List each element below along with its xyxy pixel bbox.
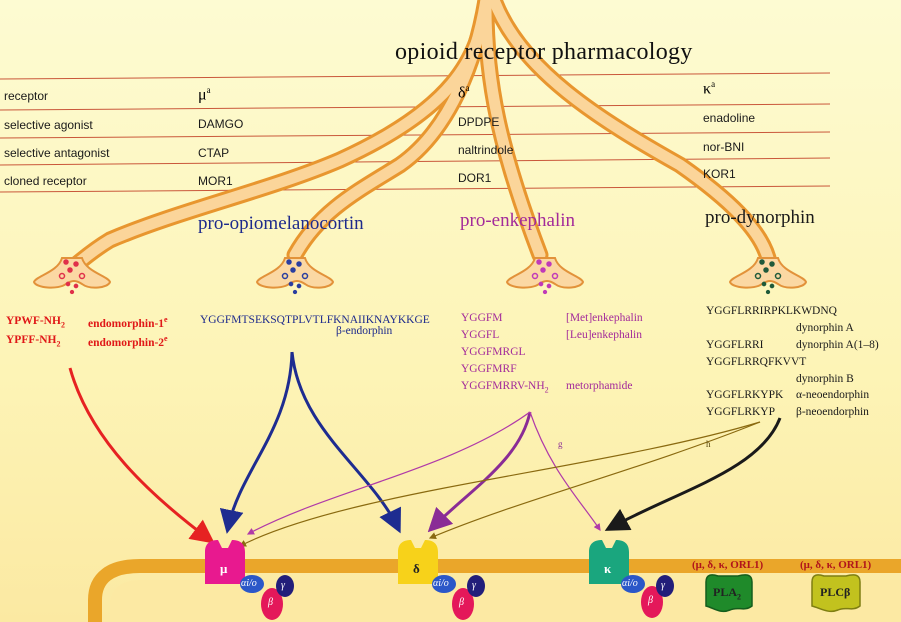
- receptor-kappa: [589, 540, 629, 584]
- effector-plcb-label: PLCβ: [820, 585, 851, 599]
- beta-endorphin-seq: YGGFMTSEKSQTPLVTLFKNAIIKNAYKKGE: [200, 314, 430, 326]
- effector-pla2-receptors: (μ, δ, κ, ORL1): [692, 559, 764, 571]
- beta-endorphin-name: β-endorphin: [336, 325, 393, 337]
- pdyn-name-4: α-neoendorphin: [796, 389, 870, 401]
- gprot-mu-beta: β: [268, 597, 273, 608]
- receptor-mu-header: μa: [198, 85, 211, 104]
- endomorphin-1-name: endomorphin-1e: [88, 315, 168, 330]
- terminal-endomorphin: [32, 257, 112, 289]
- g-protein-mu: [240, 575, 294, 620]
- pdyn-name-2: dynorphin A(1–8): [796, 339, 879, 351]
- page-title: opioid receptor pharmacology: [395, 39, 693, 65]
- receptor-mu-label: μ: [220, 561, 228, 576]
- penk-seq-4: YGGFMRF: [461, 363, 517, 375]
- receptor-mu: [205, 540, 245, 584]
- row-label-antagonist: selective antagonist: [4, 146, 110, 160]
- pdyn-seq-5: YGGFLRKYP: [706, 406, 776, 418]
- agonist-delta: DPDPE: [458, 115, 500, 129]
- gprot-kappa-beta: β: [648, 595, 653, 606]
- g-protein-delta: [432, 575, 485, 620]
- pdyn-seq-1: YGGFLRRIRPKLKWDNQ: [706, 305, 837, 317]
- row-label-cloned: cloned receptor: [4, 174, 87, 188]
- pdyn-name-5: β-neoendorphin: [796, 406, 869, 418]
- endomorphin-1-seq: YPWF-NH2: [6, 315, 65, 330]
- cloned-kappa: KOR1: [703, 167, 736, 181]
- gprot-delta-beta: β: [459, 597, 464, 608]
- nerve-terminals: [32, 257, 808, 289]
- cell-membrane: [88, 559, 901, 622]
- antagonist-kappa: nor-BNI: [703, 140, 745, 154]
- arrow-enkephalin-delta: [427, 411, 532, 533]
- receptor-delta: [398, 540, 438, 584]
- penk-seq-1: YGGFM: [461, 312, 503, 324]
- precursor-penk: pro-enkephalin: [460, 210, 576, 231]
- arrow-dynorphin-kappa: [604, 417, 782, 531]
- receptor-delta-label: δ: [413, 561, 420, 576]
- row-label-receptor: receptor: [4, 89, 49, 103]
- arrow-enkephalin-kappa: [529, 411, 601, 531]
- arrow-endomorphin-mu: [68, 367, 215, 544]
- footnote-g: g: [558, 439, 563, 449]
- precursor-pdyn: pro-dynorphin: [705, 207, 815, 228]
- antagonist-mu: CTAP: [198, 146, 230, 160]
- cloned-mu: MOR1: [198, 174, 233, 188]
- footnote-h: h: [706, 439, 711, 449]
- vesicles: [58, 259, 782, 295]
- table-rules: [0, 72, 831, 193]
- g-protein-kappa: [621, 575, 674, 618]
- endomorphin-2-name: endomorphin-2e: [88, 334, 168, 349]
- antagonist-delta: naltrindole: [458, 143, 514, 157]
- terminal-penk: [505, 257, 585, 289]
- gprot-mu-gamma: γ: [281, 580, 285, 591]
- arrow-dynorphin-mu: [238, 421, 761, 547]
- penk-name-1: [Met]enkephalin: [566, 312, 643, 324]
- gprot-kappa-alpha: αi/o: [622, 578, 638, 589]
- penk-seq-2: YGGFL: [461, 329, 500, 341]
- row-label-agonist: selective agonist: [4, 118, 93, 132]
- penk-name-2: [Leu]enkephalin: [566, 329, 642, 341]
- penk-name-5: metorphamide: [566, 380, 633, 392]
- agonist-mu: DAMGO: [198, 117, 244, 131]
- receptor-kappa-header: κa: [703, 79, 716, 98]
- terminal-pomc: [255, 257, 335, 289]
- receptor-kappa-label: κ: [604, 561, 612, 576]
- pdyn-seq-2: YGGFLRRI: [706, 339, 764, 351]
- arrow-enkephalin-mu: [246, 411, 531, 535]
- precursor-pomc: pro-opiomelanocortin: [198, 213, 364, 234]
- gprot-delta-alpha: αi/o: [433, 578, 449, 589]
- effector-pla2: [705, 574, 753, 613]
- pdyn-seq-4: YGGFLRKYPK: [706, 389, 784, 401]
- pdyn-name-3: dynorphin B: [796, 373, 854, 385]
- arrow-betaendorphin-mu: [219, 351, 294, 534]
- pdyn-name-1: dynorphin A: [796, 322, 854, 334]
- receptor-delta-header: δa: [458, 83, 470, 102]
- agonist-kappa: enadoline: [703, 111, 756, 125]
- penk-seq-5: YGGFMRRV-NH2: [461, 380, 549, 395]
- gprot-mu-alpha: αi/o: [241, 578, 257, 589]
- penk-seq-3: YGGFMRGL: [461, 346, 526, 358]
- effector-pla2-label: PLA2: [713, 585, 741, 602]
- pdyn-seq-3: YGGFLRRQFKVVT: [706, 356, 807, 368]
- gprot-kappa-gamma: γ: [661, 580, 665, 591]
- agonist-arrows: [68, 351, 782, 547]
- arrow-dynorphin-delta: [428, 421, 761, 539]
- effector-plcb-receptors: (μ, δ, κ, ORL1): [800, 559, 872, 571]
- effector-plcb: [811, 574, 861, 613]
- axon-branches: [63, 0, 777, 277]
- endomorphin-2-seq: YPFF-NH2: [6, 334, 61, 349]
- cloned-delta: DOR1: [458, 171, 492, 185]
- gprot-delta-gamma: γ: [472, 580, 476, 591]
- arrow-betaendorphin-delta: [290, 351, 401, 534]
- terminal-pdyn: [728, 257, 808, 289]
